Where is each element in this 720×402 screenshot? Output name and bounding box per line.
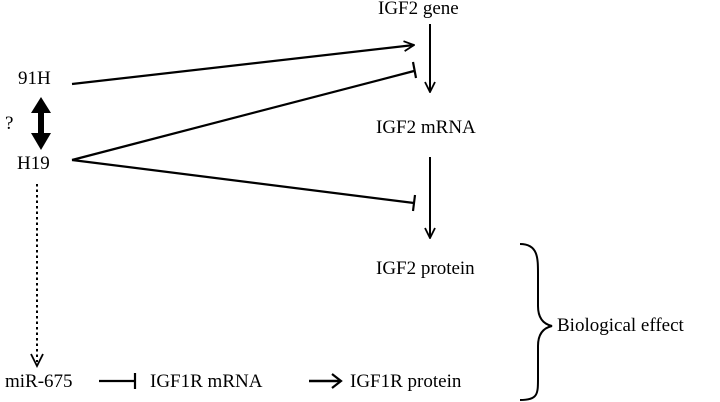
igf2-gene-label: IGF2 gene	[378, 0, 459, 19]
edge-h19-to-mir675-arrowhead	[30, 353, 44, 369]
biological-effect-label: Biological effect	[557, 315, 684, 336]
igf2-mrna-label: IGF2 mRNA	[376, 117, 476, 138]
edge-h19-inhibits-igf2-transcription-bar	[411, 61, 418, 79]
curly-brace	[519, 243, 553, 401]
igf1r-mrna-label: IGF1R mRNA	[150, 371, 263, 392]
mir675-label: miR-675	[5, 371, 73, 392]
igf1r-protein-label: IGF1R protein	[350, 371, 462, 392]
edge-91h-activates-igf2-gene	[71, 45, 414, 86]
edge-h19-inhibits-igf2-translation-bar	[411, 194, 417, 212]
h19-label: H19	[17, 153, 50, 174]
question-mark: ?	[5, 113, 14, 134]
edge-igf1r-mrna-to-protein-arrowhead	[331, 373, 343, 389]
double-arrow-91h-h19	[31, 97, 51, 150]
edge-h19-inhibits-igf2-transcription	[71, 69, 415, 162]
edge-h19-inhibits-igf2-translation	[71, 158, 415, 205]
91h-label: 91H	[18, 68, 51, 89]
igf2-protein-label: IGF2 protein	[376, 258, 475, 279]
